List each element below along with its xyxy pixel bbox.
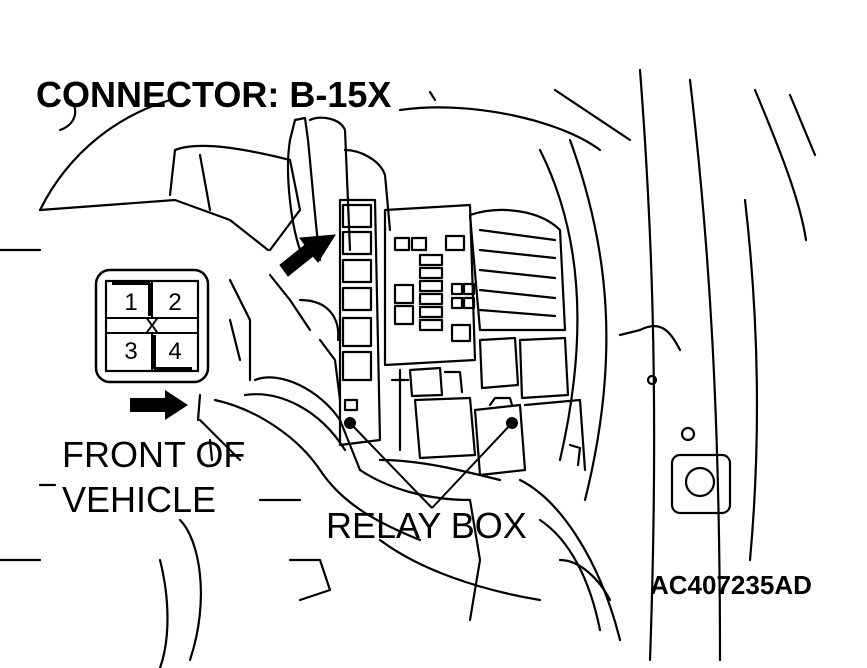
pin-2-label: 2 <box>168 289 181 316</box>
background-linework <box>0 68 817 668</box>
pin-4-label: 4 <box>168 338 181 365</box>
pin-3-label: 3 <box>124 338 137 365</box>
connector-title: CONNECTOR: B-15X <box>36 74 391 115</box>
front-arrow <box>130 390 188 420</box>
connector-marker-label: X <box>144 313 160 340</box>
figure-code: AC407235AD <box>650 570 812 600</box>
connector-arrow <box>279 234 336 277</box>
front-of-vehicle-line1: FRONT OF <box>62 434 245 475</box>
front-of-vehicle-line2: VEHICLE <box>62 479 216 520</box>
pin-1-label: 1 <box>124 289 137 316</box>
relay-box-leaders <box>344 417 518 509</box>
relay-box-label: RELAY BOX <box>326 505 527 546</box>
connector-face: 1 2 X 3 4 <box>94 268 210 384</box>
